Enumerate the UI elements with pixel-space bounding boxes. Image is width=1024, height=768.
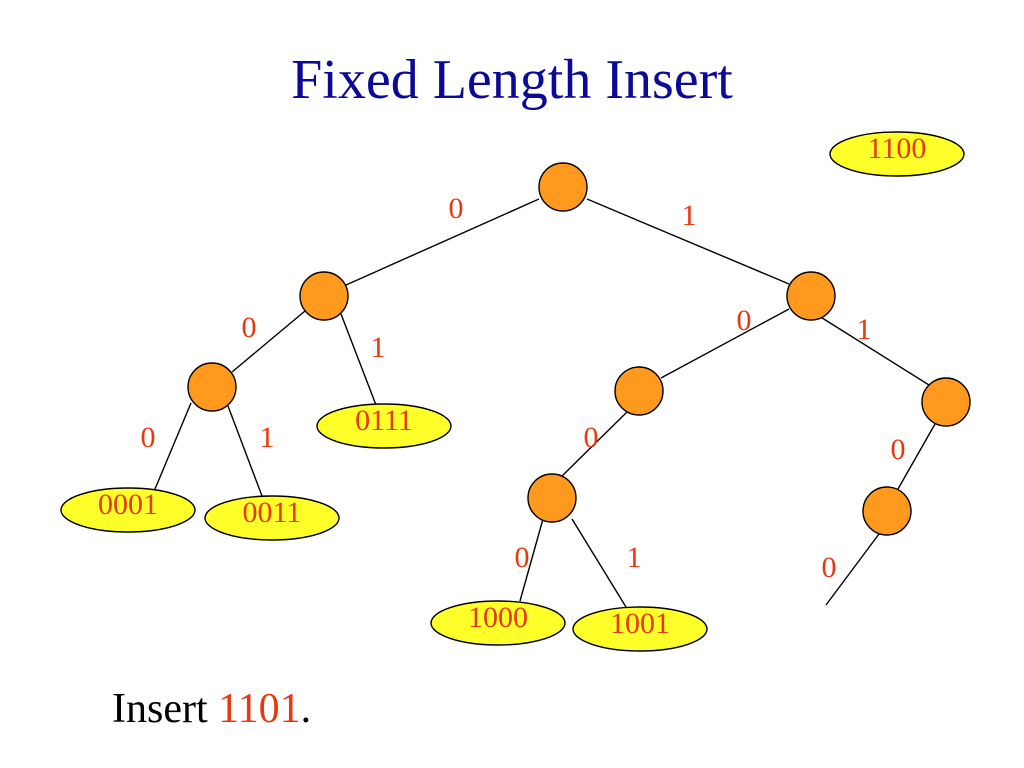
edge-n0-n00 bbox=[231, 310, 306, 373]
nodes-layer bbox=[187, 162, 971, 536]
leaf-1000-label: 1000 bbox=[468, 601, 528, 634]
leaf-1100: 1100 bbox=[829, 131, 965, 177]
trie-node-n00 bbox=[187, 362, 237, 412]
edge-label-root-n1: 1 bbox=[682, 199, 697, 232]
edge-labels-layer: 0 1 0 1 0 1 0 1 0 0 1 0 0 bbox=[141, 192, 906, 584]
leaf-0001: 0001 bbox=[60, 487, 196, 533]
caption-prefix: Insert bbox=[112, 686, 219, 732]
slide-title: Fixed Length Insert bbox=[291, 49, 733, 111]
edges-layer bbox=[154, 198, 936, 608]
leaf-1001-ellipse bbox=[572, 606, 708, 652]
edge-n1-n11 bbox=[818, 315, 930, 386]
edge-label-n1-n11: 1 bbox=[857, 313, 872, 346]
edge-n00-leaf-0011 bbox=[227, 405, 263, 497]
leaf-0111-label: 0111 bbox=[355, 404, 413, 437]
edge-n1-n10 bbox=[660, 308, 790, 379]
leaf-1100-ellipse bbox=[829, 131, 965, 177]
edge-label-n1-n10: 0 bbox=[737, 304, 752, 337]
edge-label-n110-open-end: 0 bbox=[822, 551, 837, 584]
edge-n100-leaf-1001 bbox=[571, 518, 627, 608]
edge-label-n00-leaf-0001: 0 bbox=[141, 421, 156, 454]
leaf-0011-label: 0011 bbox=[243, 496, 302, 529]
leaf-1001-label: 1001 bbox=[610, 607, 670, 640]
edge-label-n11-n110: 0 bbox=[891, 433, 906, 466]
edge-label-n10-n100: 0 bbox=[584, 421, 599, 454]
leaf-0111-ellipse bbox=[316, 403, 452, 449]
leaf-0001-label: 0001 bbox=[98, 488, 158, 521]
leaf-1001: 1001 bbox=[572, 606, 708, 652]
trie-node-n100 bbox=[527, 473, 577, 523]
leaf-0011-ellipse bbox=[204, 495, 340, 541]
trie-node-n0 bbox=[299, 271, 349, 321]
edge-label-n00-leaf-0011: 1 bbox=[260, 421, 275, 454]
edge-n11-n110 bbox=[897, 423, 936, 490]
caption-suffix: . bbox=[300, 686, 312, 732]
trie-node-n11 bbox=[921, 377, 971, 427]
trie-node-root bbox=[538, 162, 588, 212]
trie-node-n10 bbox=[614, 366, 664, 416]
edge-label-n0-n00: 0 bbox=[242, 311, 257, 344]
caption-key: 1101 bbox=[218, 686, 301, 732]
insert-caption: Insert 1101. bbox=[112, 688, 311, 730]
leaf-0011: 0011 bbox=[204, 495, 340, 541]
leaf-1000-ellipse bbox=[430, 600, 566, 646]
edge-n110-open-end bbox=[825, 533, 880, 606]
edge-label-n100-leaf-1000: 0 bbox=[515, 541, 530, 574]
edge-n10-n100 bbox=[561, 410, 629, 477]
edge-label-root-n0: 0 bbox=[449, 192, 464, 225]
leaf-1100-label: 1100 bbox=[868, 132, 927, 165]
leaf-0001-ellipse bbox=[60, 487, 196, 533]
trie-node-n1 bbox=[786, 271, 836, 321]
edge-n0-leaf-0111 bbox=[340, 313, 377, 406]
edge-label-n100-leaf-1001: 1 bbox=[627, 541, 642, 574]
edge-root-n0 bbox=[345, 198, 540, 286]
edge-n00-leaf-0001 bbox=[154, 402, 192, 490]
edge-label-n0-leaf-0111: 1 bbox=[371, 331, 386, 364]
edge-root-n1 bbox=[586, 198, 790, 285]
trie-node-n110 bbox=[862, 486, 912, 536]
leaf-1000: 1000 bbox=[430, 600, 566, 646]
edge-n100-leaf-1000 bbox=[519, 518, 544, 602]
leaf-0111: 0111 bbox=[316, 403, 452, 449]
